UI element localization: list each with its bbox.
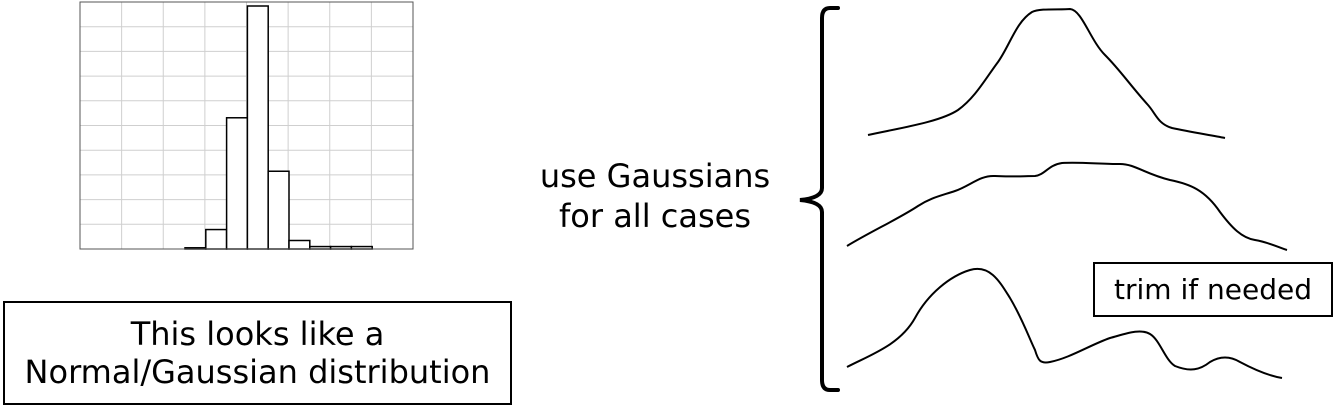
gaussian-note: use Gaussians for all cases — [520, 156, 790, 236]
histogram-bar — [246, 5, 269, 250]
histogram-chart — [79, 1, 414, 250]
curve-multimodal — [846, 267, 1283, 379]
histogram-bar — [225, 117, 249, 250]
caption-line-2: Normal/Gaussian distribution — [24, 353, 491, 391]
curve-broad — [846, 161, 1288, 251]
trim-label-box: trim if needed — [1093, 262, 1333, 317]
histogram-bars — [184, 5, 373, 250]
gaussian-note-line-1: use Gaussians — [539, 157, 771, 195]
histogram-bar — [288, 239, 311, 250]
trim-label: trim if needed — [1114, 273, 1312, 306]
histogram-bar — [205, 228, 228, 250]
histogram-frame — [79, 1, 414, 250]
caption-box: This looks like a Normal/Gaussian distri… — [3, 301, 512, 405]
histogram-bar — [267, 170, 290, 250]
curly-brace — [799, 6, 840, 392]
gaussian-note-line-2: for all cases — [559, 197, 751, 235]
caption-line-1: This looks like a — [130, 315, 385, 353]
distribution-curves — [799, 6, 1288, 392]
curve-gaussian — [867, 7, 1226, 139]
